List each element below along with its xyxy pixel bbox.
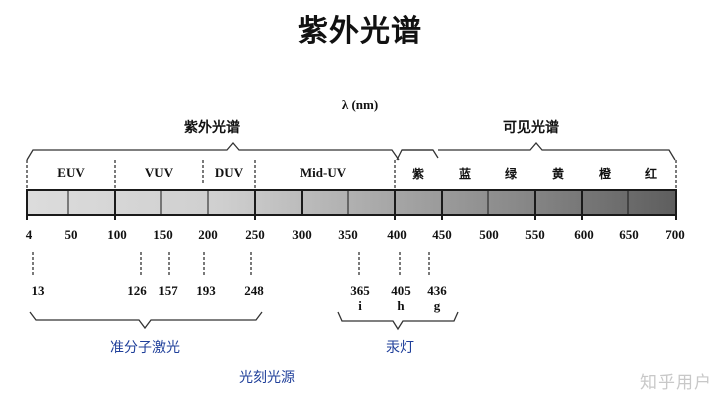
wavelength-value: 13 (31, 283, 45, 298)
excimer-laser-label: 准分子激光 (110, 340, 180, 356)
band-label-euv: EUV (57, 165, 85, 180)
visible-spectrum-label: 可见光谱 (503, 120, 559, 136)
band-label-blue: 蓝 (458, 167, 472, 181)
tick-label: 600 (574, 227, 594, 242)
wavelength-value: 248 (244, 283, 264, 298)
uv-region-brace (26, 142, 400, 161)
source-wavelength-193: 193 (196, 283, 216, 298)
band-label-orange: 橙 (598, 167, 612, 181)
excimer-laser-brace (29, 311, 263, 330)
spectrum-bar (26, 189, 677, 216)
mercury-line-letter: g (433, 298, 441, 313)
wavelength-value: 436 (427, 283, 447, 298)
mercury-lamp-brace (337, 311, 459, 331)
source-wavelength-248: 248 (244, 283, 264, 298)
tick-label: 450 (432, 227, 452, 242)
source-dashed-lines (32, 252, 430, 275)
tick-label: 550 (525, 227, 545, 242)
tick-label: 500 (479, 227, 499, 242)
wavelength-unit-label: λ (nm) (341, 97, 379, 112)
band-label-red: 红 (644, 167, 658, 181)
tick-label: 400 (387, 227, 407, 242)
wavelength-value: 405 (391, 283, 411, 298)
mercury-line-letter: h (397, 298, 405, 313)
band-dividers (26, 160, 677, 190)
source-wavelength-13: 13 (32, 283, 45, 298)
band-label-mid-uv: Mid-UV (299, 165, 347, 180)
band-label-yellow: 黄 (551, 167, 565, 181)
tick-label: 300 (292, 227, 312, 242)
tick-label: 650 (619, 227, 639, 242)
source-wavelength-126: 126 (127, 283, 147, 298)
mercury-lamp-label: 汞灯 (386, 340, 414, 356)
band-label-duv: DUV (214, 165, 244, 180)
mercury-line-letter: i (358, 298, 362, 313)
visible-region-brace (396, 142, 676, 161)
tick-label: 150 (153, 227, 173, 242)
lithography-light-source-label: 光刻光源 (239, 370, 295, 386)
band-label-vuv: VUV (144, 165, 174, 180)
tick-label: 100 (107, 227, 127, 242)
source-wavelength-157: 157 (158, 283, 178, 298)
tick-label: 4 (25, 227, 33, 242)
tick-label: 350 (338, 227, 358, 242)
wavelength-value: 157 (158, 283, 178, 298)
bar-ticks (26, 190, 677, 220)
tick-label: 700 (665, 227, 685, 242)
band-label-green: 绿 (504, 167, 518, 181)
wavelength-value: 365 (350, 283, 370, 298)
tick-label: 200 (198, 227, 218, 242)
wavelength-value: 126 (127, 283, 147, 298)
uv-spectrum-label: 紫外光谱 (184, 120, 240, 136)
tick-label: 250 (245, 227, 265, 242)
watermark: 知乎用户 (640, 373, 712, 393)
band-label-violet: 紫 (411, 167, 425, 181)
tick-label: 50 (64, 227, 78, 242)
diagram-title: 紫外光谱 (298, 14, 422, 49)
wavelength-value: 193 (196, 283, 216, 298)
